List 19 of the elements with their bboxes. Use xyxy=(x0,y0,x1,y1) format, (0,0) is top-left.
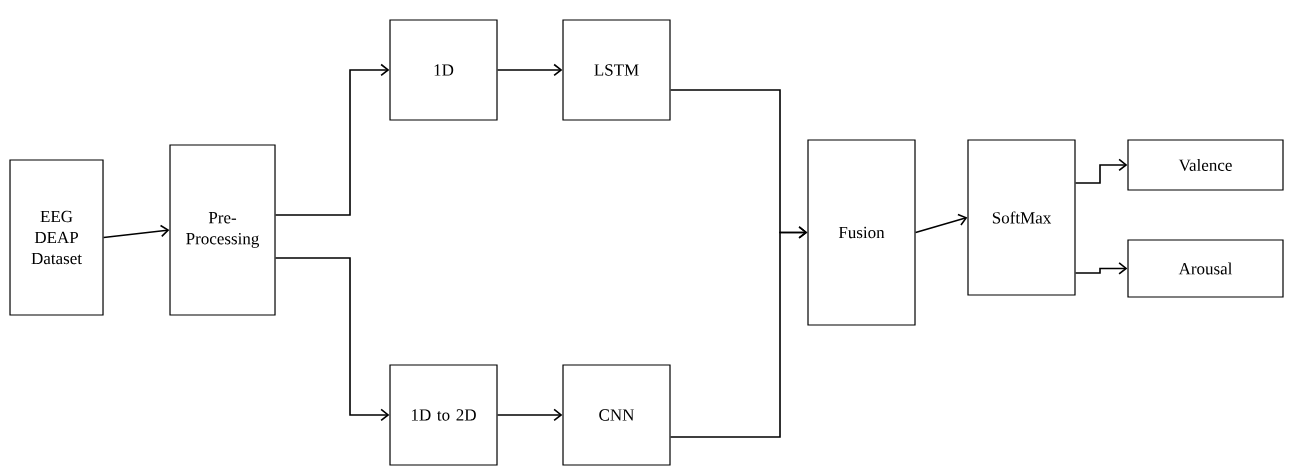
process-box: EEG DEAP Dataset xyxy=(9,159,104,316)
process-box: Valence xyxy=(1127,139,1284,191)
process-box: Fusion xyxy=(807,139,916,326)
arrow xyxy=(1074,158,1128,184)
arrow xyxy=(496,63,563,77)
arrow xyxy=(669,226,808,438)
arrow xyxy=(274,257,390,422)
arrow xyxy=(496,408,563,422)
process-box: LSTM xyxy=(562,19,671,121)
arrow xyxy=(274,63,390,216)
arrow xyxy=(102,224,170,239)
process-box: SoftMax xyxy=(967,139,1076,296)
process-box: CNN xyxy=(562,364,671,466)
process-box: 1D xyxy=(389,19,498,121)
process-box: 1D to 2D xyxy=(389,364,498,466)
process-box: Arousal xyxy=(1127,239,1284,298)
arrow xyxy=(914,213,968,234)
arrow xyxy=(1074,262,1128,275)
process-box: Pre-Processing xyxy=(169,144,276,316)
